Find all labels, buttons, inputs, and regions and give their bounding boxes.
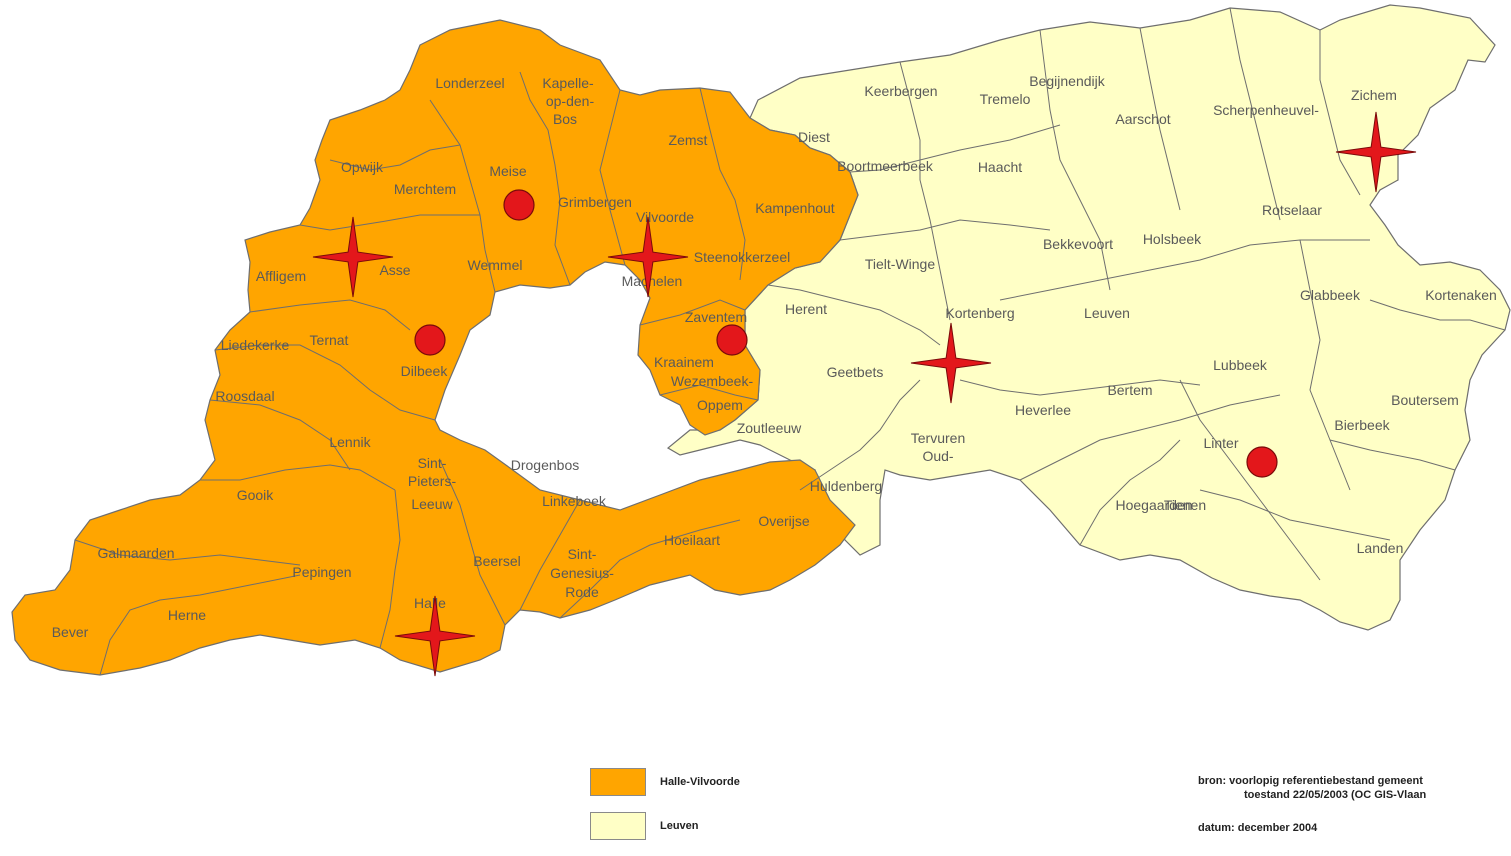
municipality-label: Overijse	[758, 513, 810, 529]
municipality-label: Zaventem	[685, 309, 747, 325]
municipality-label: Bos	[553, 111, 577, 127]
municipality-label: Tielt-Winge	[865, 256, 935, 272]
source-note: bron: voorlopig referentiebestand gemeen…	[1198, 774, 1426, 802]
legend-swatch	[590, 812, 646, 840]
municipality-label: Hoeilaart	[664, 532, 720, 548]
municipality-label: Bekkevoort	[1043, 236, 1113, 252]
municipality-label: Galmaarden	[97, 545, 174, 561]
star-marker-diest	[1335, 111, 1417, 193]
date-note: datum: december 2004	[1198, 822, 1318, 834]
municipality-label: Heverlee	[1015, 402, 1071, 418]
municipality-label: Londerzeel	[435, 75, 504, 91]
circle-marker-dilbeek	[414, 324, 446, 356]
municipality-label: Pieters-	[408, 473, 457, 489]
municipality-label: Asse	[379, 262, 410, 278]
municipality-label: Ternat	[310, 332, 349, 348]
municipality-label: Hoegaarden	[1115, 497, 1192, 513]
municipality-label: Haacht	[978, 159, 1022, 175]
municipality-label: Halle	[414, 595, 446, 611]
municipality-label: Liedekerke	[221, 337, 290, 353]
municipality-label: Kapelle-	[542, 75, 594, 91]
municipality-label: Lubbeek	[1213, 357, 1268, 373]
municipality-label: Wemmel	[468, 257, 523, 273]
circle-marker-meise	[503, 189, 535, 221]
legend-label: Halle-Vilvoorde	[660, 776, 740, 788]
municipality-label: Zichem	[1351, 87, 1397, 103]
circle-marker-zaventem	[716, 324, 748, 356]
municipality-label: Oppem	[697, 397, 743, 413]
municipality-label: Aarschot	[1115, 111, 1170, 127]
municipality-label: Rotselaar	[1262, 202, 1322, 218]
municipality-borders	[74, 7, 1506, 676]
municipality-label: Leeuw	[411, 496, 453, 512]
municipality-label: Begijnendijk	[1029, 73, 1105, 89]
municipality-label: Pepingen	[292, 564, 351, 580]
municipality-label: Rode	[565, 584, 599, 600]
municipality-label: Tervuren	[911, 430, 965, 446]
municipality-label: Wezembeek-	[671, 373, 754, 389]
municipality-label: Kortenberg	[945, 305, 1014, 321]
municipality-label: Gooik	[237, 487, 275, 503]
municipality-label: Steenokkerzeel	[694, 249, 791, 265]
municipality-label: op-den-	[546, 93, 595, 109]
municipality-label: Sint-	[418, 455, 447, 471]
municipality-label: Boortmeerbeek	[837, 158, 934, 174]
municipality-label: Bever	[52, 624, 89, 640]
star-marker-leuven	[910, 322, 992, 404]
legend-label: Leuven	[660, 820, 699, 832]
municipality-label: Grimbergen	[558, 194, 632, 210]
municipality-label: Bertem	[1107, 382, 1152, 398]
legend-item-leuven: Leuven	[590, 812, 740, 840]
legend: Halle-Vilvoorde Leuven	[590, 768, 740, 856]
municipality-label: Landen	[1357, 540, 1404, 556]
municipality-label: Vilvoorde	[636, 209, 694, 225]
municipality-label: Dilbeek	[401, 363, 449, 379]
municipality-label: Diest	[798, 129, 830, 145]
legend-item-halle-vilvoorde: Halle-Vilvoorde	[590, 768, 740, 796]
municipality-label: Beersel	[473, 553, 520, 569]
legend-swatch	[590, 768, 646, 796]
municipality-label: Linkebeek	[542, 493, 607, 509]
city-markers	[312, 111, 1417, 677]
municipality-label: Drogenbos	[511, 457, 580, 473]
municipality-label: Kraainem	[654, 354, 714, 370]
municipality-label: Zemst	[669, 132, 708, 148]
municipality-label: Meise	[489, 163, 527, 179]
municipality-label: Huldenberg	[810, 478, 882, 494]
municipality-label: Tremelo	[980, 91, 1031, 107]
source-line2: toestand 22/05/2003 (OC GIS-Vlaan	[1244, 789, 1427, 801]
municipality-label: Glabbeek	[1300, 287, 1361, 303]
municipality-label: Roosdaal	[215, 388, 274, 404]
circle-marker-tienen	[1246, 446, 1278, 478]
star-marker-vilvoorde	[607, 216, 689, 298]
municipality-label: Scherpenheuvel-	[1213, 102, 1319, 118]
municipality-label: Genesius-	[550, 565, 614, 581]
municipality-label: Kortenaken	[1425, 287, 1497, 303]
municipality-label: Affligem	[256, 268, 306, 284]
municipality-label: Oud-	[922, 448, 953, 464]
municipality-label: Boutersem	[1391, 392, 1459, 408]
municipality-label: Machelen	[622, 273, 683, 289]
municipality-label: Bierbeek	[1334, 417, 1390, 433]
municipality-label: Holsbeek	[1143, 231, 1202, 247]
municipality-label: Herent	[785, 301, 827, 317]
municipality-label: Merchtem	[394, 181, 456, 197]
municipality-label: Zoutleeuw	[737, 420, 802, 436]
municipality-label: Kampenhout	[755, 200, 835, 216]
municipality-label: Geetbets	[827, 364, 884, 380]
municipality-label: Linter	[1203, 435, 1238, 451]
star-marker-asse	[312, 216, 394, 298]
municipality-label: Leuven	[1084, 305, 1130, 321]
municipality-label: Sint-	[568, 546, 597, 562]
municipality-label: Lennik	[329, 434, 371, 450]
municipality-label: Herne	[168, 607, 206, 623]
municipality-label: Opwijk	[341, 159, 384, 175]
source-line1: bron: voorlopig referentiebestand gemeen…	[1198, 775, 1423, 787]
star-marker-halle	[394, 595, 476, 677]
municipality-label: Keerbergen	[864, 83, 937, 99]
municipality-label: Tienen	[1164, 497, 1206, 513]
